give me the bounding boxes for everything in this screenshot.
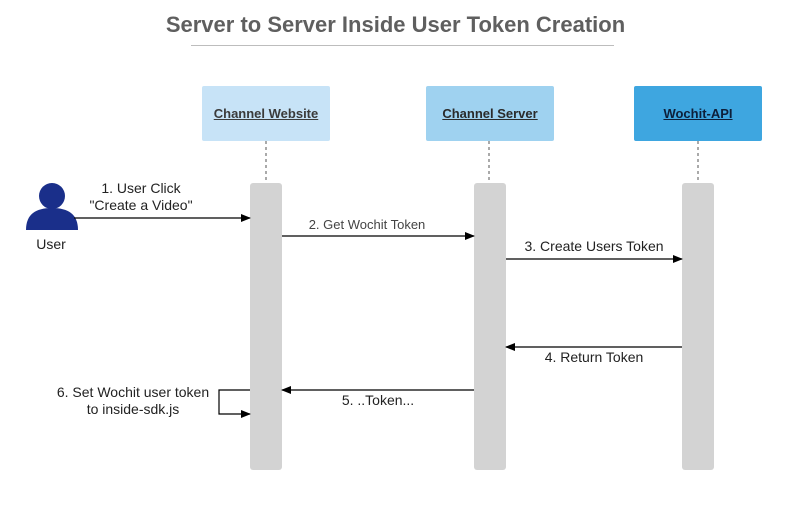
arrow-self-set-token <box>218 389 251 418</box>
message-6-line1: 6. Set Wochit user token <box>56 384 210 400</box>
participant-wochit-api: Wochit-API <box>634 86 762 141</box>
participant-channel-website: Channel Website <box>202 86 330 141</box>
title-divider <box>191 45 614 46</box>
activation-bar-wochit-api <box>682 183 714 470</box>
message-6-line2: to inside-sdk.js <box>86 401 180 417</box>
message-1-line2: "Create a Video" <box>89 197 193 213</box>
message-2-label: 2. Get Wochit Token <box>308 217 426 232</box>
message-4-label: 4. Return Token <box>544 349 644 365</box>
actor-label: User <box>36 236 66 252</box>
diagram-title: Server to Server Inside User Token Creat… <box>165 12 626 37</box>
message-5-label: 5. ..Token... <box>341 392 415 408</box>
activation-bar-channel-website <box>250 183 282 470</box>
activation-bar-channel-server <box>474 183 506 470</box>
participant-channel-server: Channel Server <box>426 86 554 141</box>
message-1-line1: 1. User Click <box>101 180 181 196</box>
user-icon <box>26 183 78 230</box>
message-3-label: 3. Create Users Token <box>524 238 664 254</box>
